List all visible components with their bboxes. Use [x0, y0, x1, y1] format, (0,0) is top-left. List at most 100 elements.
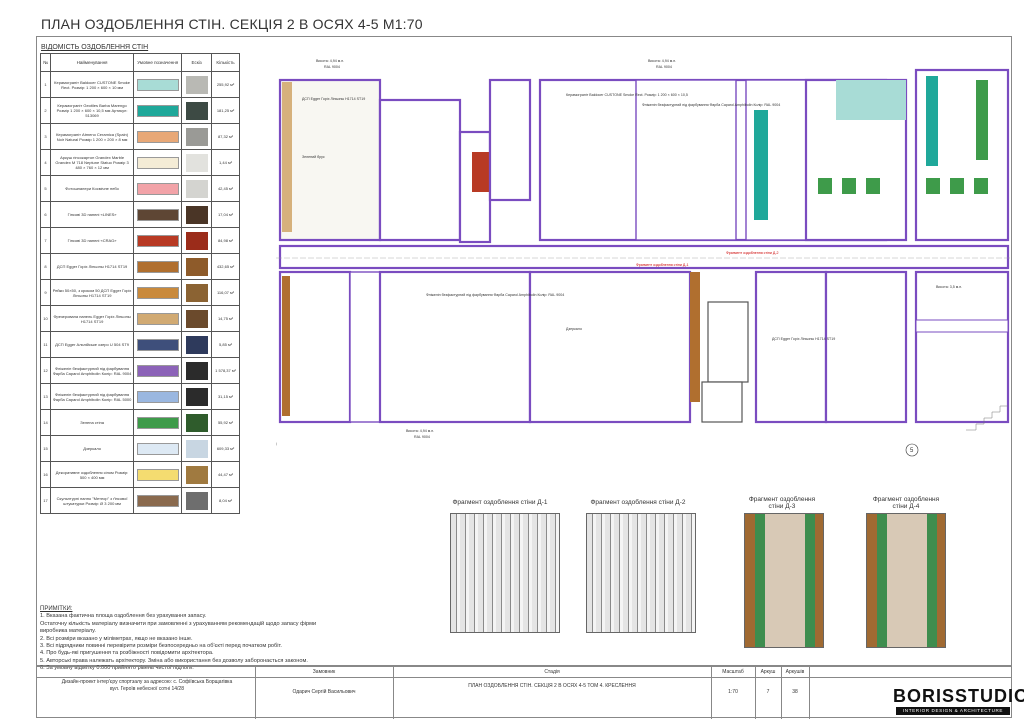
- material-swatch: [136, 442, 179, 455]
- note-line: 6. За умовну відмітку 0.000 прийнято рів…: [40, 665, 194, 672]
- note-line: Остаточну кількість матеріалу визначити …: [40, 620, 317, 627]
- row-sketch: [181, 461, 213, 488]
- sheet-header: Аркуш: [760, 669, 776, 675]
- row-number: 13: [40, 383, 51, 410]
- row-number: 3: [40, 123, 51, 150]
- row-symbol: [133, 487, 183, 514]
- row-quantity: 44,47 м²: [211, 461, 240, 488]
- row-number: 16: [40, 461, 51, 488]
- material-swatch: [136, 286, 179, 299]
- row-symbol: [133, 123, 183, 150]
- green-wall-note: Зелений брус: [302, 155, 325, 159]
- axis-5-label: 5: [910, 448, 914, 454]
- material-swatch: [136, 468, 179, 481]
- material-swatch: [136, 494, 179, 507]
- row-number: 15: [40, 435, 51, 462]
- row-name: Фрезерована панель Egger Горіх Ліньоны H…: [49, 305, 135, 332]
- fragment-d3-drawing: [744, 513, 824, 648]
- row-name: Гіпсові 3D панелі «CRAG»: [49, 227, 135, 254]
- row-number: 6: [40, 201, 51, 228]
- row-quantity: 432,65 м²: [211, 253, 240, 280]
- material-swatch: [136, 260, 179, 273]
- col-sketch: Ескіз: [181, 53, 213, 72]
- row-quantity: 17,04 м²: [211, 201, 240, 228]
- row-quantity: 5,85 м²: [211, 331, 240, 358]
- material-swatch: [136, 78, 179, 91]
- scale-header: Масштаб: [722, 669, 744, 675]
- row-number: 4: [40, 149, 51, 176]
- row-name: Рейки 50×50, з кроком 50 ДСП Egger Горіх…: [49, 279, 135, 306]
- row-symbol: [133, 305, 183, 332]
- row-quantity: 181,25 м²: [211, 97, 240, 124]
- row-quantity: 255,92 м²: [211, 71, 240, 98]
- row-sketch: [181, 123, 213, 150]
- row-quantity: 609,33 м²: [211, 435, 240, 462]
- row-symbol: [133, 97, 183, 124]
- flizelin-note: Фліжелін безфактурний під фарбування Фар…: [642, 103, 780, 107]
- schedule-title: ВІДОМІСТЬ ОЗДОБЛЕННЯ СТІН: [41, 44, 149, 51]
- material-photo: [185, 283, 208, 302]
- fragment-d4-drawing: [866, 513, 946, 648]
- row-symbol: [133, 357, 183, 384]
- flizelin-note: Фліжелін безфактурний під фарбування Фар…: [426, 293, 564, 297]
- row-number: 14: [40, 409, 51, 436]
- notes-block: ПРИМІТКИ: 1. Вказана фактична площа оздо…: [40, 606, 440, 673]
- row-symbol: [133, 253, 183, 280]
- height-note: Висота: 4,94 м.п.: [316, 59, 344, 63]
- row-sketch: [181, 305, 213, 332]
- material-swatch: [136, 364, 179, 377]
- material-photo: [185, 361, 208, 380]
- fragment-d4-title: Фрагмент оздоблення стіни Д-4: [872, 496, 940, 510]
- row-sketch: [181, 253, 213, 280]
- stair: [966, 405, 1008, 431]
- dsp-note: ДСП Egger Горіх Ліньоны H1714 ST19: [302, 97, 365, 101]
- material-photo: [185, 491, 208, 510]
- material-swatch: [136, 312, 179, 325]
- material-photo: [185, 153, 208, 172]
- row-symbol: [133, 383, 183, 410]
- sheet-value: 7: [766, 689, 770, 695]
- row-sketch: [181, 71, 213, 98]
- sheet-title: ПЛАН ОЗДОБЛЕННЯ СТІН. СЕКЦІЯ 2 В ОСЯХ 4-…: [41, 16, 423, 32]
- note-line: 2. Всі розміри вказано у міліметрах, якщ…: [40, 635, 193, 642]
- row-sketch: [181, 149, 213, 176]
- height-note: Висота: 3,5 м.п.: [936, 285, 962, 289]
- col-qty: Кількість: [211, 53, 240, 72]
- height-note: Висота: 4,94 м.п.: [406, 429, 434, 433]
- row-quantity: 1 578,37 м²: [211, 357, 240, 384]
- row-sketch: [181, 97, 213, 124]
- height-note: Висота: 4,94 м.п.: [648, 59, 676, 63]
- note-line: 1. Вказана фактична площа оздоблення без…: [40, 613, 207, 620]
- row-number: 9: [40, 279, 51, 306]
- row-symbol: [133, 175, 183, 202]
- material-swatch: [136, 182, 179, 195]
- row-quantity: 14,75 м²: [211, 305, 240, 332]
- notes-header: ПРИМІТКИ:: [40, 606, 73, 612]
- row-name: Скульптурні панно "Метеор" з ґіпсової шт…: [49, 487, 135, 514]
- row-number: 7: [40, 227, 51, 254]
- row-name: Керамограніт Atmeno Ceramica (Spain) Noi…: [49, 123, 135, 150]
- row-name: Декоративне оздоблення сіном Розмір: 500…: [49, 461, 135, 488]
- studio-logo: BORISSTUDIO: [893, 686, 1024, 706]
- fragment-d2-drawing: [586, 513, 696, 633]
- title-block: Дизайн-проект інтер'єру спортзалу за адр…: [36, 666, 1012, 719]
- row-name: ДСП Egger Альпійське озеро U 504 ST9: [49, 331, 135, 358]
- studio-logo-subtitle: INTERIOR DESIGN & ARCHITECTURE: [896, 707, 1010, 715]
- row-sketch: [181, 201, 213, 228]
- material-photo: [185, 413, 208, 432]
- stage-value: ПЛАН ОЗДОБЛЕННЯ СТІН. СЕКЦІЯ 2 В ОСЯХ 4-…: [468, 683, 636, 689]
- row-quantity: 42,45 м²: [211, 175, 240, 202]
- row-quantity: 8,04 м²: [211, 487, 240, 514]
- row-number: 5: [40, 175, 51, 202]
- row-symbol: [133, 331, 183, 358]
- fragment-d2-title: Фрагмент оздоблення стіни Д-2: [590, 499, 686, 506]
- fragment-d1-drawing: [450, 513, 560, 633]
- row-number: 10: [40, 305, 51, 332]
